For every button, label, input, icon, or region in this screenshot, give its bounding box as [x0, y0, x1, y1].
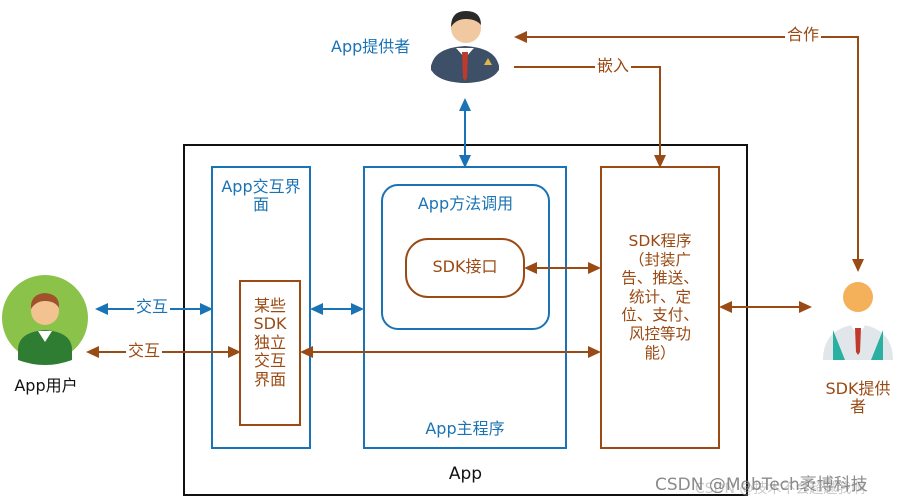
app-ui-label: App交互界 面	[212, 177, 310, 215]
cooperate-arrow	[514, 31, 864, 272]
sdk-provider-label: SDK提供 者	[818, 379, 898, 417]
app-main-label: App主程序	[425, 419, 505, 438]
app-user-label: App用户	[14, 376, 78, 395]
watermark: CSDN @MobTech袤博科技	[655, 475, 868, 495]
sdk-program-line: SDK程序	[628, 232, 692, 250]
sdk-ui-label: 某些 SDK 独立 交互 界面	[240, 296, 300, 389]
sdk-ui-label-line: SDK	[253, 314, 287, 334]
embed-label: 嵌入	[595, 56, 632, 76]
sdk-program-label: SDK程序 （封装广 告、推送、 统计、定 位、支付、 风控等功 能）	[601, 232, 719, 362]
app-ui-label-line: App交互界	[221, 177, 301, 196]
sdk-provider-line: SDK提供	[825, 379, 891, 398]
interact-blue-label: 交互	[134, 297, 171, 317]
watermark-faint: CSDN @技术不会超越我啊	[695, 481, 866, 497]
sdk-program-line: 统计、定	[628, 287, 691, 306]
interact-brown-label: 交互	[126, 341, 163, 361]
sdk-provider-avatar	[823, 282, 893, 360]
app-ui-label-line: 面	[252, 195, 269, 215]
sdk-program-line: 能）	[644, 343, 676, 362]
sdk-provider-line: 者	[849, 397, 866, 417]
sdk-ui-label-line: 某些	[253, 296, 286, 315]
embed-arrow	[514, 66, 666, 168]
sdk-program-line: 告、推送、	[621, 269, 699, 288]
sdk-program-line: 位、支付、	[621, 306, 699, 325]
sdk-program-line: 风控等功	[628, 324, 691, 343]
sdk-interface-label: SDK接口	[432, 257, 498, 276]
app-box-label: App	[448, 464, 483, 484]
sdk-ui-label-line: 独立	[253, 332, 286, 352]
app-provider-label: App提供者	[331, 37, 411, 56]
sdk-program-line: （封装广	[628, 250, 691, 269]
sdk-ui-label-line: 界面	[253, 369, 286, 389]
app-user-avatar	[2, 275, 88, 365]
sdk-ui-label-line: 交互	[253, 351, 286, 371]
cooperate-label: 合作	[785, 25, 822, 45]
app-method-label: App方法调用	[417, 194, 514, 213]
app-provider-avatar	[431, 11, 499, 83]
